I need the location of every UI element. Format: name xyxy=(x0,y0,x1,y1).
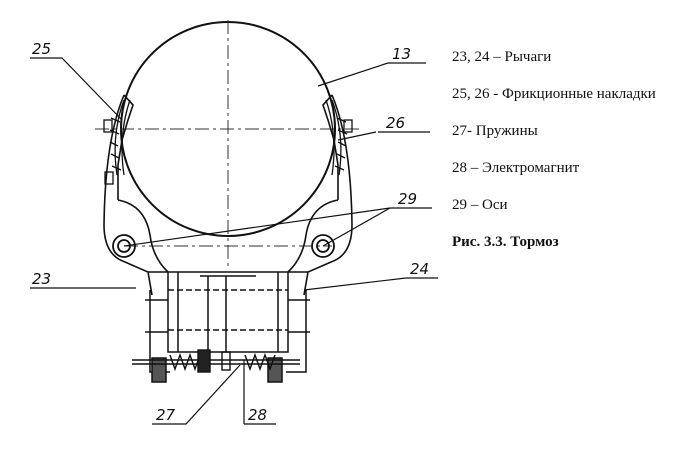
callout-24: 24 xyxy=(410,260,429,278)
legend-item-electromagnet: 28 – Электромагнит xyxy=(452,160,580,176)
callout-13: 13 xyxy=(392,45,411,63)
callout-28: 28 xyxy=(248,406,267,424)
lever-left xyxy=(103,94,169,296)
lever-lower-ends xyxy=(149,290,307,383)
axle-right xyxy=(311,234,335,258)
legend-item-springs: 27- Пружины xyxy=(452,123,538,139)
callout-25: 25 xyxy=(32,40,51,58)
legend-item-levers: 23, 24 – Рычаги xyxy=(452,49,552,65)
legend-item-linings: 25, 26 - Фрикционные накладки xyxy=(452,86,656,102)
parts-legend: 23, 24 – Рычаги 25, 26 - Фрикционные нак… xyxy=(452,48,697,270)
electromagnet xyxy=(145,271,310,353)
callout-26: 26 xyxy=(386,114,405,132)
legend-item-axles: 29 – Оси xyxy=(452,197,508,213)
lining-right xyxy=(325,99,353,176)
lever-right xyxy=(287,94,353,296)
figure-caption: Рис. 3.3. Тормоз xyxy=(452,234,559,250)
callout-29: 29 xyxy=(398,190,417,208)
spring-rod xyxy=(132,349,300,373)
callout-27: 27 xyxy=(156,406,176,424)
callout-23: 23 xyxy=(32,270,51,288)
axle-left xyxy=(112,234,136,258)
center-lines xyxy=(95,20,362,268)
leader-lines xyxy=(30,57,438,425)
lining-left xyxy=(103,99,131,185)
